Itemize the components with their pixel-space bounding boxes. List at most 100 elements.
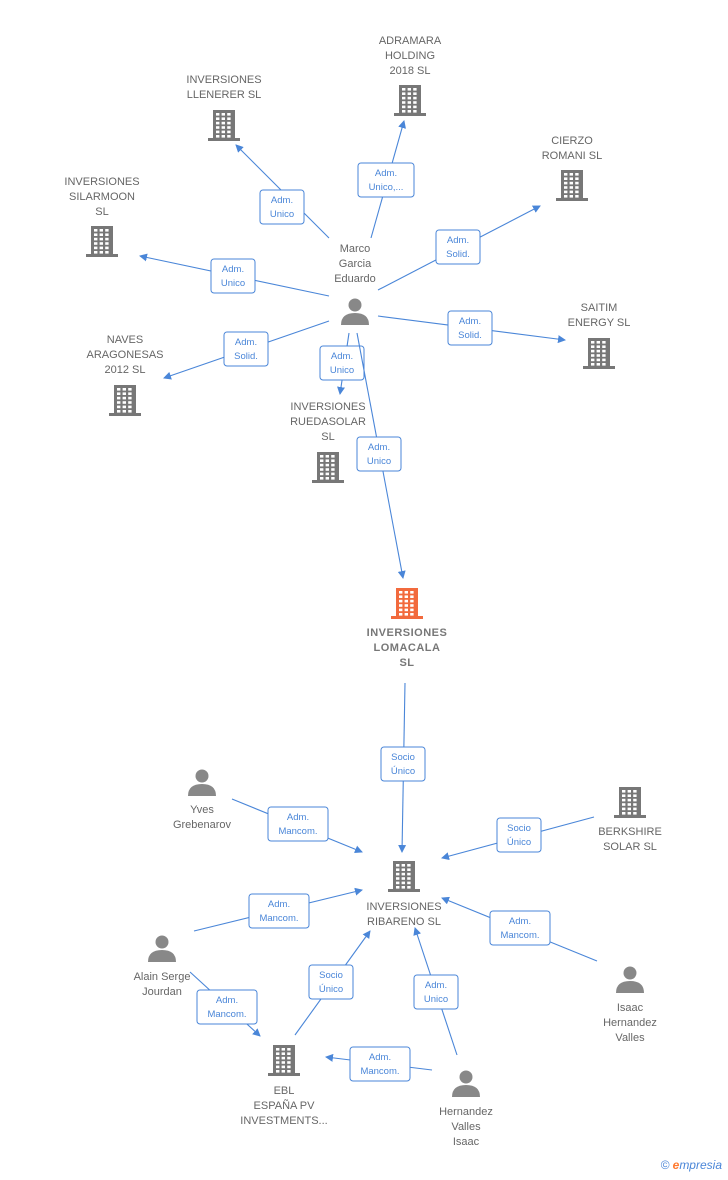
edge-label-box[interactable] (248, 893, 310, 929)
edge-marco-adramara[interactable]: Adm.Unico,... (357, 120, 415, 239)
edge-label-box[interactable] (267, 806, 329, 842)
node-label: 2018 SL (390, 65, 431, 77)
edge-hernandez-ribareno[interactable]: Adm.Unico (413, 927, 459, 1056)
node-label: Jourdan (142, 986, 182, 998)
edge-label-box[interactable] (447, 310, 493, 346)
node-label: INVERSIONES (186, 74, 261, 86)
node-label: LLENERER SL (187, 89, 262, 101)
edge-label-text: Mancom. (207, 1009, 246, 1020)
edge-marco-llenerer[interactable]: Adm. Unico (235, 144, 330, 239)
edge-label-box[interactable] (319, 345, 365, 381)
edge-label-box[interactable] (496, 817, 542, 853)
edge-isaac-ribareno[interactable]: Adm.Mancom. (441, 896, 598, 962)
node-llenerer[interactable]: INVERSIONES LLENERER SL (186, 74, 262, 141)
person-icon[interactable] (341, 298, 369, 326)
edge-label-text: Unico (270, 209, 294, 220)
edge-label-text: Adm. (331, 351, 353, 362)
node-label: RUEDASOLAR (290, 416, 366, 428)
copyright-credit[interactable]: ©empresia (661, 1158, 722, 1172)
node-label: SL (399, 657, 414, 669)
edge-label-text: Adm. (271, 195, 293, 206)
company-building-icon[interactable] (583, 338, 615, 369)
edge-label-text: Adm. (268, 899, 290, 910)
edge-label-box[interactable] (489, 910, 551, 946)
edge-label-text: Adm. (425, 980, 447, 991)
company-building-icon[interactable] (268, 1045, 300, 1076)
company-building-icon[interactable] (556, 170, 588, 201)
node-label: RIBARENO SL (367, 916, 441, 928)
edge-marco-cierzo[interactable]: Adm.Solid. (377, 205, 541, 291)
edge-label-box[interactable] (210, 258, 256, 294)
person-icon[interactable] (616, 966, 644, 994)
edge-label-box[interactable] (357, 162, 415, 198)
company-building-icon[interactable] (388, 861, 420, 892)
company-building-icon[interactable] (86, 226, 118, 257)
node-label: Hernandez (439, 1106, 493, 1118)
node-label: CIERZO (551, 135, 593, 147)
company-building-icon[interactable] (208, 110, 240, 141)
edge-label-text: Adm. (287, 812, 309, 823)
edge-label-text: Adm. (459, 316, 481, 327)
node-label: Garcia (339, 258, 372, 270)
edge-label-box[interactable] (356, 436, 402, 472)
edge-label-box[interactable] (435, 229, 481, 265)
edge-label-text: Socio (391, 752, 415, 763)
edge-yves-ribareno[interactable]: Adm.Mancom. (231, 798, 363, 854)
edge-label-text: Adm. (368, 442, 390, 453)
node-cierzo[interactable]: CIERZO ROMANI SL (542, 135, 603, 201)
edge-hernandez-ebl[interactable]: Adm.Mancom. (325, 1046, 433, 1082)
company-building-icon[interactable] (614, 787, 646, 818)
person-icon[interactable] (188, 769, 216, 797)
edge-alain-ribareno[interactable]: Adm. Mancom. (193, 887, 363, 932)
edge-label-box[interactable] (349, 1046, 411, 1082)
edge-label-box[interactable] (259, 189, 305, 225)
edge-label-text: Unico (330, 365, 354, 376)
edge-label-text: Solid. (446, 249, 470, 260)
edge-label-box[interactable] (223, 331, 269, 367)
edge-label-box[interactable] (308, 964, 354, 1000)
focus-company-building-icon[interactable] (391, 588, 423, 619)
edge-marco-saitim[interactable]: Adm.Solid. (377, 310, 566, 346)
edge-label-box[interactable] (196, 989, 258, 1025)
edge-marco-lomacala[interactable]: Adm.Unico (356, 332, 406, 579)
company-building-icon[interactable] (109, 385, 141, 416)
node-label: ROMANI SL (542, 150, 603, 162)
edge-marco-naves[interactable]: Adm.Solid. (163, 320, 330, 380)
edge-label-text: Mancom. (259, 913, 298, 924)
node-label: INVERSIONES (64, 176, 139, 188)
edge-label-text: Único (391, 766, 415, 777)
node-label: SL (95, 206, 108, 218)
company-building-icon[interactable] (394, 85, 426, 116)
edge-alain-ebl[interactable]: Adm.Mancom. (189, 971, 261, 1037)
node-label: SAITIM (581, 302, 618, 314)
edge-marco-ruedasolar[interactable]: Adm. Unico (319, 332, 365, 395)
edge-marco-silarmoon[interactable]: Adm.Unico (139, 253, 330, 297)
node-label: INVESTMENTS... (240, 1115, 327, 1127)
node-label: SL (321, 431, 334, 443)
brand-name: mpresia (679, 1158, 722, 1172)
person-icon[interactable] (148, 935, 176, 963)
edge-label-box[interactable] (413, 974, 459, 1010)
edge-label-text: Socio (507, 823, 531, 834)
person-icon[interactable] (452, 1070, 480, 1098)
edge-label-box[interactable] (380, 746, 426, 782)
company-building-icon[interactable] (312, 452, 344, 483)
